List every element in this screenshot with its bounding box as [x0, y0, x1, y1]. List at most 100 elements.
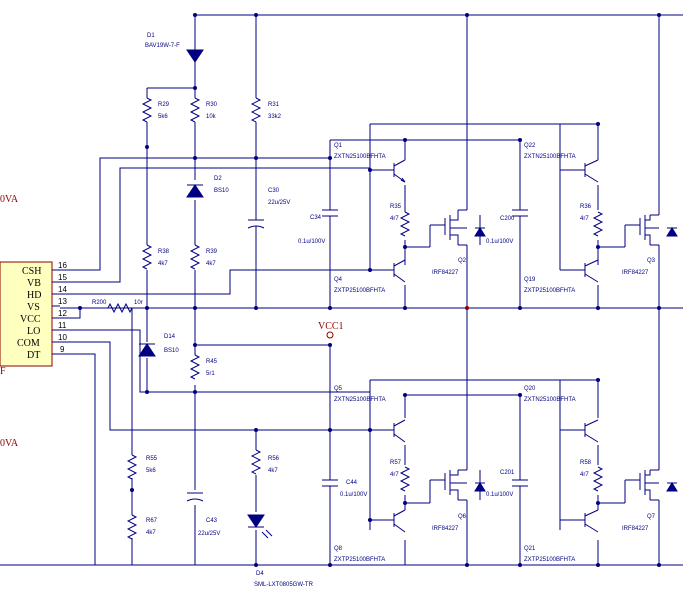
- net-label-vcc1: VCC1: [318, 321, 344, 332]
- ref-label: R30: [206, 102, 218, 108]
- diode-d1: [186, 49, 204, 63]
- value-label: BAV19W-7-F: [145, 43, 180, 49]
- ref-label: C44: [346, 480, 358, 486]
- ref-label: Q6: [458, 514, 467, 520]
- value-label: 0.1u/100V: [298, 239, 325, 245]
- capacitor-c200: [512, 209, 528, 217]
- ref-label: Q7: [647, 514, 656, 520]
- value-label: 4r7: [390, 472, 399, 478]
- driver-ic: CSH VB HD VS VCC LO COM DT 16 15 14 13 1…: [0, 194, 67, 449]
- bjt-q5: [393, 419, 406, 443]
- value-label: 5k6: [158, 114, 168, 120]
- ref-label: C34: [310, 215, 322, 221]
- pin-name: HD: [27, 290, 41, 301]
- wires: [0, 14, 683, 566]
- capacitor-c201: [512, 479, 528, 487]
- ref-label: Q20: [524, 386, 536, 392]
- mosfets: [444, 210, 678, 500]
- vcc1-port: [326, 331, 334, 339]
- pin-name: VS: [27, 302, 40, 313]
- value-label: 4k7: [206, 261, 216, 267]
- edge-text: 0VA: [0, 438, 19, 449]
- ref-label: R45: [206, 359, 218, 365]
- value-label: 4r7: [580, 216, 589, 222]
- capacitors: [186, 209, 528, 502]
- value-label: 4k7: [146, 530, 156, 536]
- ref-label: R58: [580, 460, 592, 466]
- resistor-r67: [126, 514, 138, 540]
- bjt-q22: [584, 159, 599, 183]
- junctions: [78, 13, 661, 567]
- pin-number: 12: [58, 309, 67, 318]
- pin-number: 15: [58, 273, 67, 282]
- ref-label: Q4: [334, 277, 343, 283]
- value-label: 33k2: [268, 114, 282, 120]
- ref-label: C200: [500, 216, 515, 222]
- value-label: 0.1u/100V: [340, 492, 367, 498]
- value-label: 22u/25V: [268, 200, 290, 206]
- value-label: 0.1u/100V: [486, 239, 513, 245]
- ref-label: Q1: [334, 143, 343, 149]
- pin-number: 10: [58, 333, 67, 342]
- value-label: 22u/25V: [198, 531, 220, 537]
- value-label: 4r7: [580, 472, 589, 478]
- mosfet-q6: [444, 470, 486, 500]
- resistor-r56: [250, 449, 262, 475]
- value-label: BS10: [164, 348, 179, 354]
- value-label: IRF84227: [622, 526, 649, 532]
- value-label: 4k7: [268, 468, 278, 474]
- value-label: ZXTP25100BFHTA: [334, 557, 385, 563]
- ref-label: C43: [206, 518, 218, 524]
- resistors: [107, 97, 604, 540]
- value-label: 4r7: [390, 216, 399, 222]
- resistor-r58: [592, 466, 604, 492]
- value-label: 10k: [206, 114, 217, 120]
- capacitor-c43: [186, 492, 204, 502]
- bjt-q8: [393, 509, 406, 533]
- value-label: ZXTP25100BFHTA: [524, 288, 575, 294]
- ref-label: R31: [268, 102, 280, 108]
- value-label: 10r: [134, 300, 143, 306]
- capacitor-c44: [322, 479, 338, 487]
- resistor-r30: [189, 97, 201, 123]
- resistor-r35: [399, 211, 411, 237]
- mosfet-q2: [444, 210, 486, 245]
- capacitor-c34: [322, 209, 338, 217]
- ref-label: R200: [92, 300, 107, 306]
- bjt-q4: [393, 259, 406, 283]
- value-label: 4k7: [158, 261, 168, 267]
- ref-label: D4: [256, 571, 264, 577]
- value-label: ZXTP25100BFHTA: [524, 557, 575, 563]
- pin-name: DT: [27, 350, 40, 361]
- ref-label: C201: [500, 470, 515, 476]
- value-label: ZXTN25100BFHTA: [334, 154, 386, 160]
- bjt-q19: [584, 259, 599, 283]
- value-label: SML-LXT0805GW-TR: [254, 582, 314, 588]
- value-label: BS10: [214, 188, 229, 194]
- component-labels: D1 BAV19W-7-F R29 5k6 R30 10k R31 33k2 D…: [92, 33, 656, 588]
- pin-number: 13: [58, 297, 67, 306]
- diode-d14: [138, 343, 156, 357]
- pin-name: CSH: [22, 266, 41, 277]
- resistor-r39: [189, 244, 201, 270]
- value-label: IRF84227: [432, 526, 459, 532]
- value-label: ZXTP25100BFHTA: [334, 288, 385, 294]
- ref-label: Q2: [458, 258, 467, 264]
- pin-number: 14: [58, 285, 67, 294]
- value-label: IRF84227: [432, 270, 459, 276]
- ref-label: Q21: [524, 546, 536, 552]
- ref-label: R55: [146, 456, 158, 462]
- resistor-r38: [141, 244, 153, 270]
- value-label: IRF84227: [622, 270, 649, 276]
- value-label: 0.1u/100V: [486, 492, 513, 498]
- ref-label: R38: [158, 249, 170, 255]
- value-label: ZXTN25100BFHTA: [334, 397, 386, 403]
- value-label: 5r1: [206, 371, 215, 377]
- resistor-r200: [107, 302, 133, 314]
- pin-name: COM: [17, 338, 40, 349]
- ref-label: D1: [147, 33, 155, 39]
- bjt-q20: [584, 419, 599, 443]
- ref-label: R29: [158, 102, 170, 108]
- resistor-r31: [250, 97, 262, 123]
